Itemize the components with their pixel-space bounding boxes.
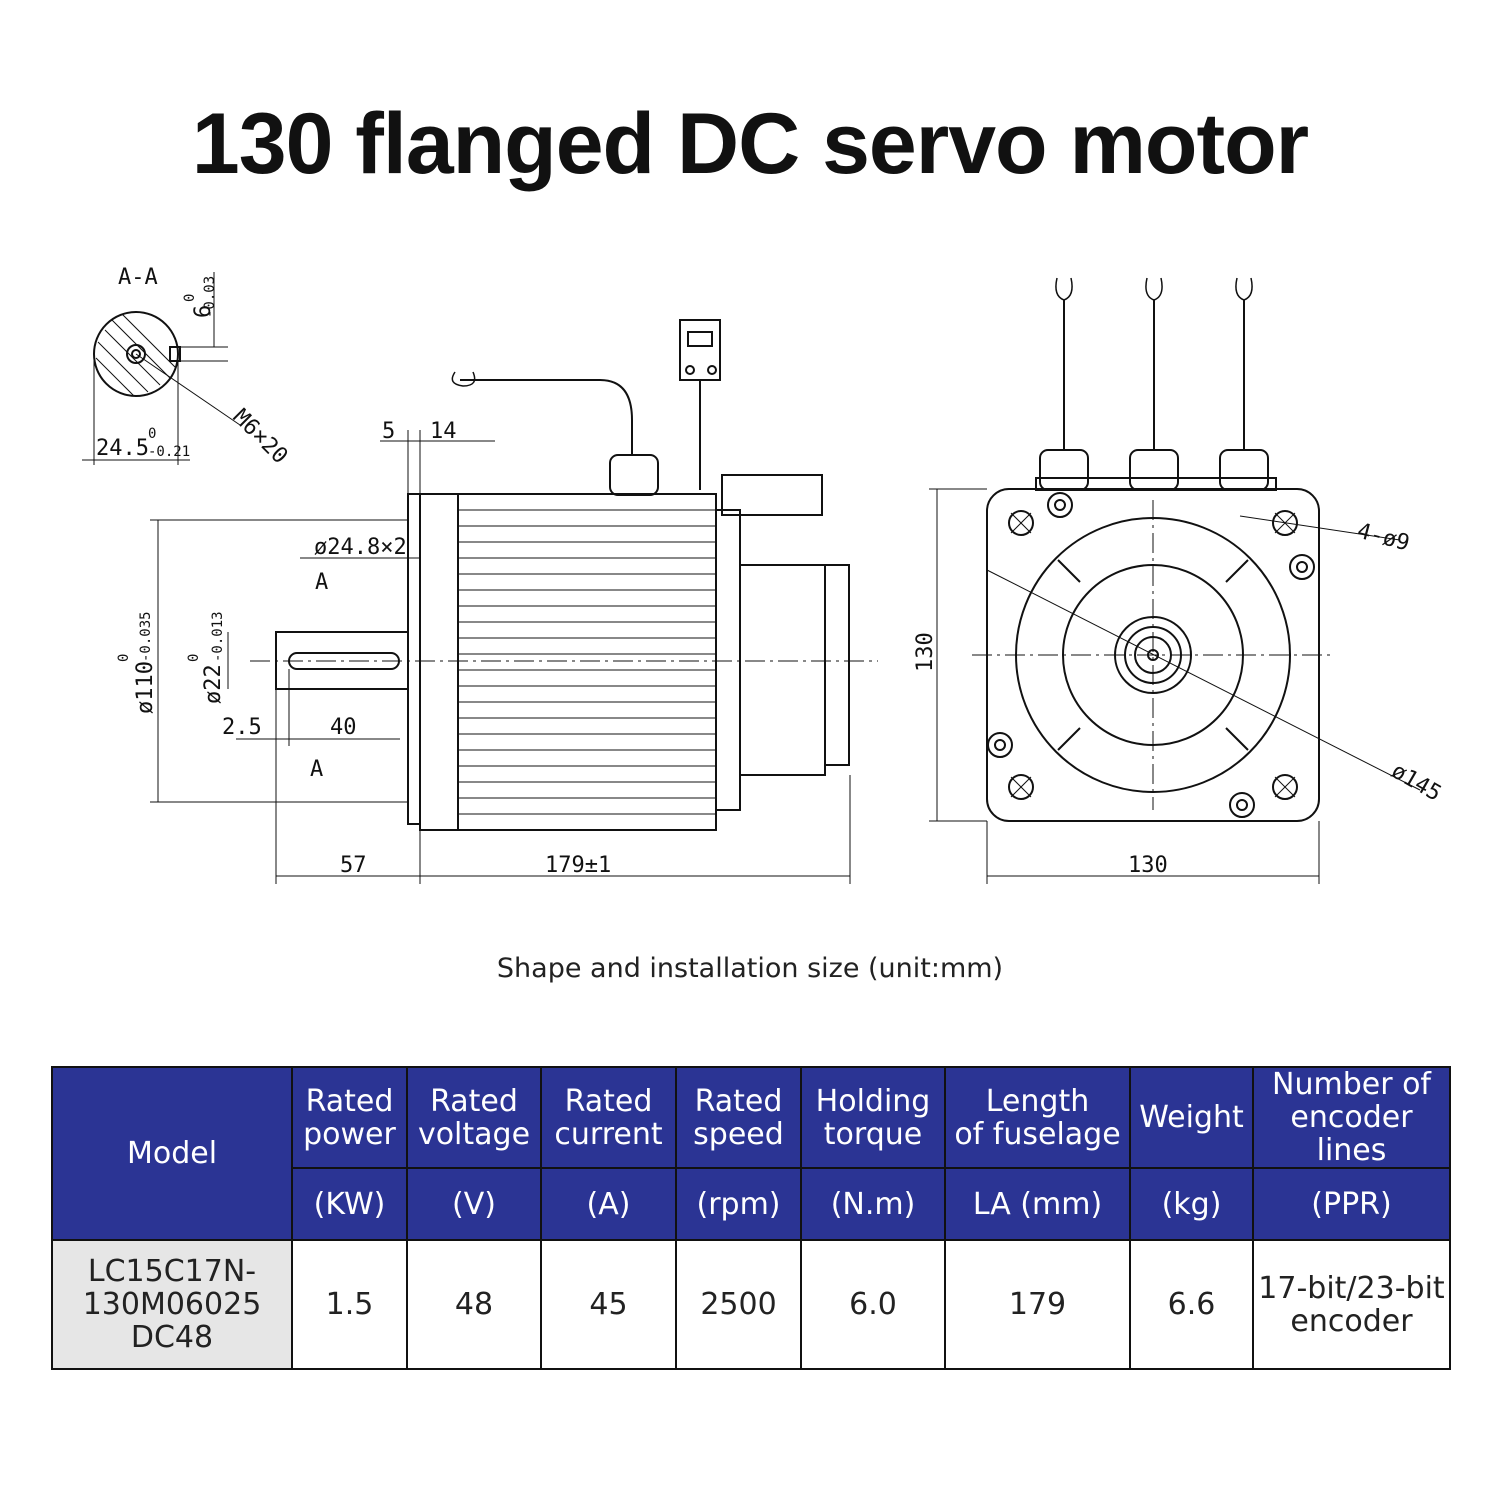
- dim-key-width-tol-upper: 0: [182, 294, 198, 302]
- unit-power: (KW): [291, 1167, 408, 1241]
- unit-encoder: (PPR): [1252, 1167, 1451, 1241]
- cell-weight: 6.6: [1129, 1239, 1254, 1370]
- section-label: A-A: [118, 265, 158, 290]
- unit-voltage: (V): [406, 1167, 542, 1241]
- header-weight: Weight: [1129, 1066, 1254, 1169]
- dim-flange-diameter-tol-lower: -0.035: [138, 611, 154, 662]
- dim-key-height: 24.5: [96, 436, 149, 461]
- cell-current: 45: [540, 1239, 677, 1370]
- dim-shaft-diameter-tol-lower: -0.013: [210, 611, 226, 662]
- unit-weight: (kg): [1129, 1167, 1254, 1241]
- dim-shaft-diameter: ø22: [201, 664, 226, 704]
- motor-dimension-drawing: A-A 6 0 -0.03 24.5 0 -0.21 M6×20 5 14 ø2…: [82, 265, 1445, 884]
- cell-power: 1.5: [291, 1239, 408, 1370]
- dim-14: 14: [430, 419, 457, 444]
- section-marker-top: A: [315, 570, 328, 595]
- header-model: Model: [51, 1066, 293, 1241]
- dim-flange-diameter: ø110: [133, 661, 158, 714]
- dim-key-height-tol-upper: 0: [148, 426, 156, 442]
- dim-40: 40: [330, 715, 357, 740]
- dim-57: 57: [340, 853, 367, 878]
- section-marker-bottom: A: [310, 757, 323, 782]
- dim-flange-diameter-tol-upper: 0: [116, 654, 132, 662]
- dim-145: ø145: [1387, 759, 1445, 807]
- dim-key-width: 6: [191, 305, 216, 318]
- dim-5: 5: [382, 419, 395, 444]
- dim-shaft-diameter-tol-upper: 0: [186, 654, 202, 662]
- dim-130-side: 130: [913, 632, 938, 672]
- front-view: [929, 277, 1421, 884]
- dim-flange-pilot: ø24.8×2: [314, 535, 407, 560]
- unit-speed: (rpm): [675, 1167, 802, 1241]
- drawing-caption: Shape and installation size (unit:mm): [496, 953, 1004, 984]
- cell-torque: 6.0: [800, 1239, 946, 1370]
- unit-torque: (N.m): [800, 1167, 946, 1241]
- dim-key-height-tol-lower: -0.21: [148, 444, 190, 460]
- unit-row: (KW) (V) (A) (rpm) (N.m) LA (mm) (kg) (P…: [52, 1167, 1451, 1241]
- cell-speed: 2500: [675, 1239, 802, 1370]
- dim-2-5: 2.5: [222, 715, 262, 740]
- dim-179: 179±1: [545, 853, 611, 878]
- dim-holes: 4-ø9: [1354, 519, 1412, 557]
- dim-130-bottom: 130: [1128, 853, 1168, 878]
- dim-key-width-tol-lower: -0.03: [202, 276, 218, 318]
- section-view: [82, 272, 241, 465]
- unit-current: (A): [540, 1167, 677, 1241]
- cell-length: 179: [944, 1239, 1131, 1370]
- page-title: 130 flanged DC servo motor: [191, 96, 1309, 192]
- dim-thread: M6×20: [228, 405, 293, 470]
- cell-voltage: 48: [406, 1239, 542, 1370]
- unit-length: LA (mm): [944, 1167, 1131, 1241]
- side-view: [150, 319, 878, 884]
